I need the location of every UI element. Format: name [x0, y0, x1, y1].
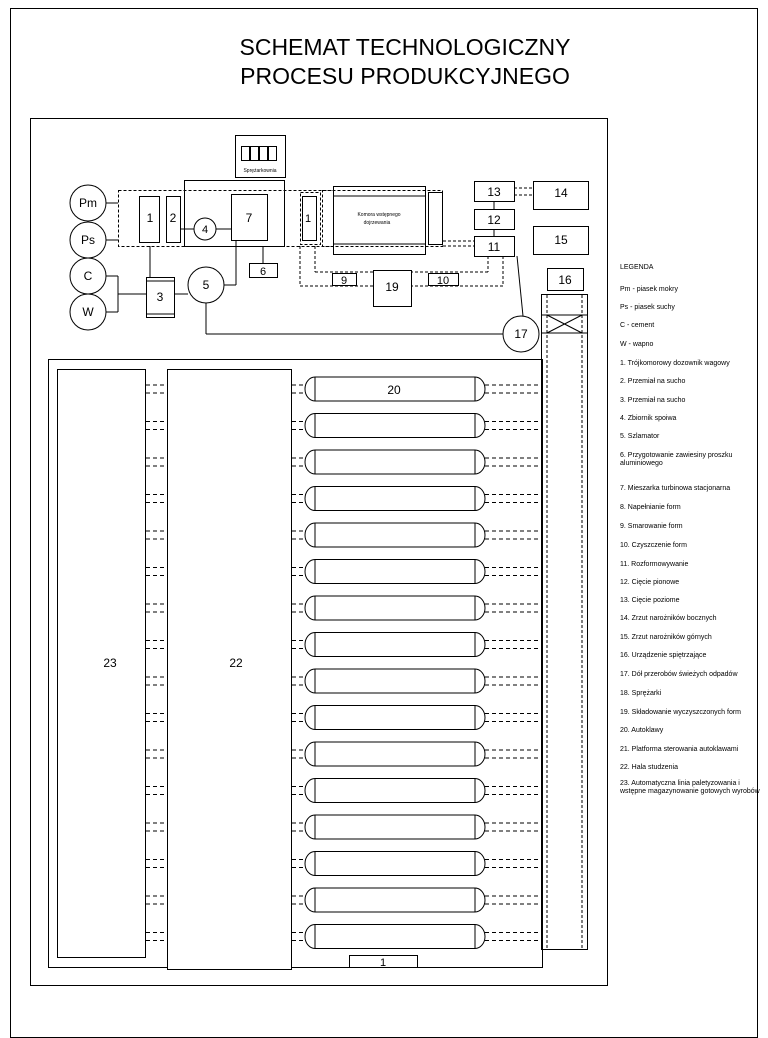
title-line-2: PROCESU PRODUKCYJNEGO [240, 63, 570, 89]
block-22-cooling-hall [167, 369, 292, 970]
legend-item: C - cement [620, 322, 655, 329]
legend-item: 4. Zbiornik spoiwa [620, 415, 677, 422]
legend-item: 14. Zrzut narożników bocznych [620, 615, 717, 622]
autoclave [146, 705, 542, 730]
autoclave [146, 778, 542, 803]
legend-item: 20. Autoklawy [620, 727, 664, 734]
mold-return-loop: 9 10 19 [299, 246, 504, 307]
chamber-label-1: Komora wstępnego [357, 212, 400, 218]
page-title: SCHEMAT TECHNOLOGICZNY PROCESU PRODUKCYJ… [180, 33, 630, 91]
legend-item: Ps - piasek suchy [620, 304, 675, 311]
label-22: 22 [229, 656, 243, 670]
autoclave [146, 741, 542, 767]
legend-item: 17. Dół przerobów świeżych odpadów [620, 671, 738, 678]
label-10: 10 [437, 275, 449, 287]
block-2-grinding [166, 196, 181, 243]
legend-item: 19. Składowanie wyczyszczonych form [620, 709, 741, 716]
label-14: 14 [554, 186, 568, 200]
label-17: 17 [514, 327, 528, 341]
legend-item: 15. Zrzut narożników górnych [620, 634, 712, 641]
block-23-palletizing [57, 369, 146, 958]
label-19: 19 [385, 280, 399, 294]
label-11: 11 [488, 240, 501, 254]
mixing-line: 1 2 4 7 1 [118, 180, 334, 247]
storage-area: 23 22 [48, 359, 543, 970]
label-2: 2 [170, 211, 177, 225]
block-5-slurry: 5 [187, 240, 503, 335]
chamber-label-2: dojrzewania [364, 220, 391, 226]
block-7-mixer [231, 194, 268, 241]
label-5: 5 [203, 278, 210, 292]
autoclave [146, 668, 542, 694]
block-3-grinding: 3 [146, 246, 188, 318]
legend-item: 6. Przygotowanie zawiesiny proszku alumi… [620, 452, 733, 467]
legend-item: 16. Urządzenie spiętrzające [620, 652, 707, 659]
label-12: 12 [487, 213, 501, 227]
label-16: 16 [558, 273, 572, 287]
input-w-label: W [82, 305, 94, 319]
compressor-room: Sprężarkownia [235, 135, 286, 178]
label-9: 9 [341, 275, 347, 287]
label-20: 20 [387, 383, 401, 397]
legend-item: 10. Czyszczenie form [620, 542, 687, 549]
label-platform-1: 1 [380, 957, 386, 969]
legend-item: Pm - piasek mokry [620, 286, 678, 293]
title-line-1: SCHEMAT TECHNOLOGICZNY [239, 34, 571, 60]
label-13: 13 [487, 185, 501, 199]
legend-item: 9. Smarowanie form [620, 523, 683, 530]
autoclave [146, 522, 542, 548]
autoclave [146, 632, 542, 657]
autoclave [146, 924, 542, 949]
autoclave [146, 595, 542, 621]
autoclave [146, 559, 542, 584]
legend-item: 8. Napełnianie form [620, 504, 681, 511]
label-4: 4 [202, 224, 208, 236]
transfer-platform [541, 294, 588, 950]
label-23: 23 [103, 656, 117, 670]
input-ps-label: Ps [81, 233, 95, 247]
legend-item: 3. Przemiał na sucho [620, 397, 686, 404]
diagram-frame [30, 118, 608, 986]
legend-item: 12. Cięcie pionowe [620, 579, 680, 586]
autoclave [146, 413, 542, 438]
legend-item: 18. Sprężarki [620, 690, 662, 697]
input-c-label: C [84, 269, 93, 283]
label-1: 1 [147, 211, 154, 225]
legend-item: 1. Trójkomorowy dozownik wagowy [620, 360, 730, 367]
legend-item: 5. Szlamator [620, 433, 660, 440]
autoclaves-group [146, 376, 542, 949]
block-1-dosing [139, 196, 160, 243]
legend-item: 2. Przemiał na sucho [620, 378, 686, 385]
legend-item: 7. Mieszarka turbinowa stacjonarna [620, 485, 731, 492]
legend-item: W - wapno [620, 341, 654, 348]
compressor-room-label: Sprężarkownia [243, 168, 276, 174]
legend-item: 11. Rozformowywanie [620, 561, 689, 568]
legend-item: 22. Hala studzenia [620, 764, 678, 771]
input-connections [106, 202, 146, 313]
label-15: 15 [554, 233, 568, 247]
pre-curing-chamber: Komora wstępnego dojrzewania [322, 186, 443, 255]
legend-item: 23. Automatyczna linia paletyzowania i w… [620, 780, 760, 795]
cutting-line: 13 12 11 14 15 16 [443, 181, 589, 291]
legend-heading: LEGENDA [620, 264, 654, 271]
input-pm-label: Pm [79, 196, 97, 210]
legend-item: 13. Cięcie poziome [620, 597, 680, 604]
input-silos: Pm Ps C W [69, 184, 107, 331]
label-6: 6 [260, 266, 266, 278]
autoclave [146, 486, 542, 511]
autoclave-control-platform: 1 [349, 955, 418, 969]
autoclave [146, 376, 542, 402]
label-3: 3 [157, 290, 164, 304]
legend-item: 21. Platforma sterowania autoklawami [620, 746, 739, 753]
autoclave [146, 887, 542, 913]
autoclave [146, 449, 542, 475]
autoclave [146, 851, 542, 876]
label-1b: 1 [305, 213, 311, 225]
block-6-aluminium: 6 [249, 247, 278, 278]
autoclave [146, 814, 542, 840]
block-17-waste-pit: 17 [502, 255, 540, 353]
label-7: 7 [246, 211, 253, 225]
